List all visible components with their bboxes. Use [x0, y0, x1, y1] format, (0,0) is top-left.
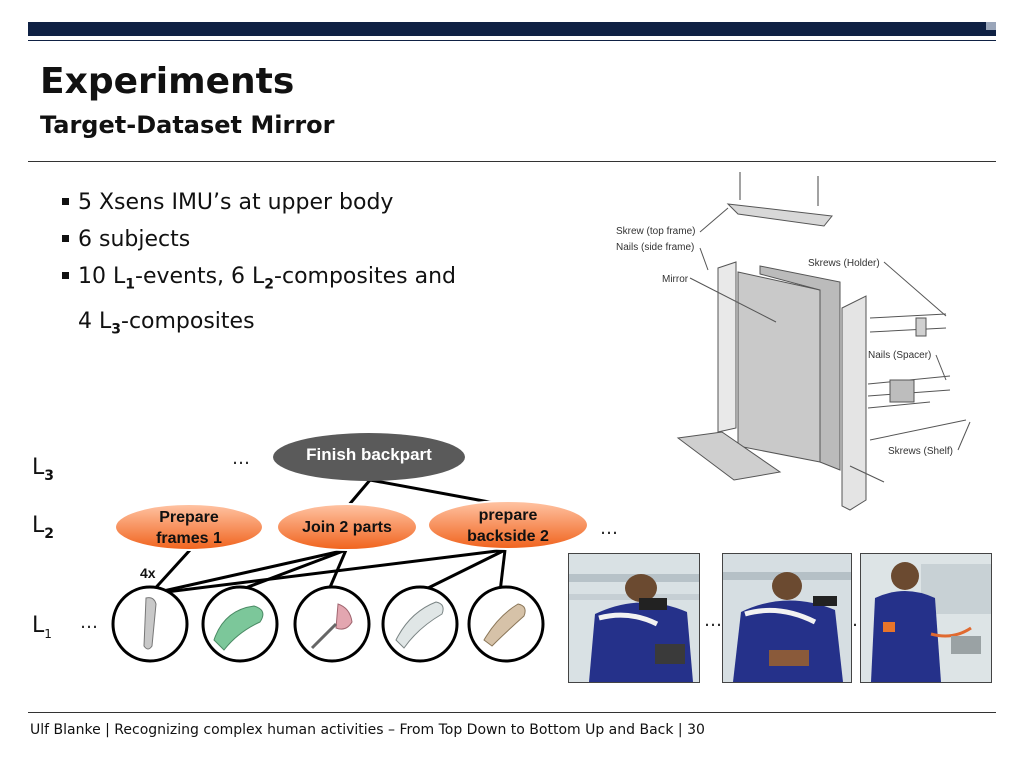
level-label-l3: L3	[32, 455, 54, 484]
pliers-icon	[395, 601, 444, 649]
bullet-text: -composites	[121, 309, 255, 335]
photo-worker-3	[860, 553, 992, 683]
node-join-2-parts	[276, 503, 418, 551]
slide-subtitle: Target-Dataset Mirror	[40, 111, 335, 139]
label-mirror: Mirror	[662, 274, 689, 285]
worker-photo-illustration	[861, 554, 991, 682]
subscript: 3	[111, 321, 121, 338]
bullet-item: 10 L1-events, 6 L2-composites and 4 L3-c…	[62, 258, 532, 349]
worker-photo-illustration	[723, 554, 851, 682]
ellipsis: …	[704, 610, 722, 631]
node-label: frames 1	[156, 530, 222, 547]
label-nails-spacer: Nails (Spacer)	[868, 350, 931, 361]
l1-event-icons	[111, 585, 545, 663]
level-label-l2: L2	[32, 513, 54, 542]
node-label: prepare	[479, 507, 538, 524]
bullet-text: 4 L	[78, 309, 112, 335]
level-label-l1: L1	[32, 613, 52, 641]
subscript: 1	[125, 276, 135, 293]
label-skrews-shelf: Skrews (Shelf)	[888, 446, 953, 457]
photo-worker-1	[568, 553, 700, 683]
drill-icon	[213, 605, 264, 651]
header-rule	[28, 40, 996, 41]
wrench-icon	[483, 603, 526, 647]
ellipsis: …	[232, 448, 250, 469]
repeat-label: 4x	[140, 565, 156, 581]
bullet-text: 5 Xsens IMU’s at upper body	[78, 190, 394, 215]
subscript: 2	[264, 276, 275, 293]
title-rule	[28, 161, 996, 162]
node-label: Finish backpart	[306, 445, 432, 464]
bullet-text: 6 subjects	[78, 227, 191, 252]
node-prepare-frames	[114, 503, 264, 551]
screwdriver-icon	[143, 597, 157, 650]
ellipsis: …	[80, 612, 98, 633]
footer-rule	[28, 712, 996, 713]
slide-title: Experiments	[40, 61, 295, 102]
header-bar	[28, 22, 996, 36]
node-label: Prepare	[159, 509, 219, 526]
node-prepare-backside	[427, 500, 589, 550]
hierarchy-edges	[148, 478, 507, 596]
header-corner-mark	[986, 22, 996, 30]
node-label: Join 2 parts	[302, 519, 392, 536]
footer-text: Ulf Blanke | Recognizing complex human a…	[30, 722, 705, 738]
photo-worker-2	[722, 553, 852, 683]
bullet-text: 10 L	[78, 264, 126, 289]
label-nails-side: Nails (side frame)	[616, 242, 694, 253]
label-skrew-top: Skrew (top frame)	[616, 226, 695, 237]
hammer-icon	[335, 603, 353, 630]
bullet-text: -events, 6 L	[135, 264, 265, 289]
label-skrews-holder: Skrews (Holder)	[808, 258, 880, 269]
node-label: backside 2	[467, 528, 549, 545]
bullet-item: 5 Xsens IMU’s at upper body	[62, 184, 532, 221]
ellipsis: …	[600, 518, 618, 539]
tool-circle-hammer	[293, 585, 371, 663]
bullet-item: 6 subjects	[62, 221, 532, 258]
worker-photo-illustration	[569, 554, 699, 682]
bullet-list: 5 Xsens IMU’s at upper body 6 subjects 1…	[62, 184, 532, 349]
node-finish-backpart	[273, 433, 465, 481]
bullet-text: -composites and	[274, 264, 456, 289]
